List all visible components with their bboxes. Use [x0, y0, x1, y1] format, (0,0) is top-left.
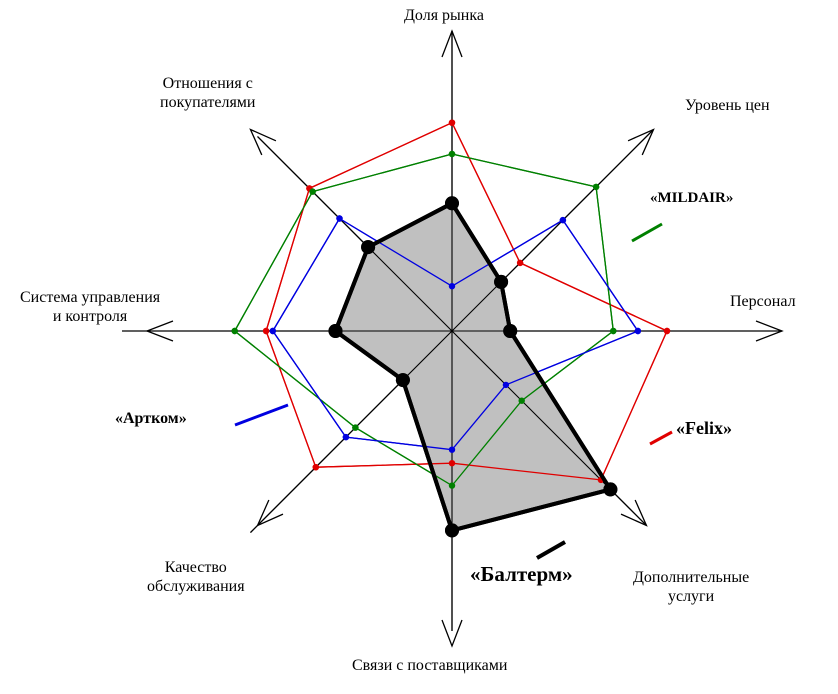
axis-label-service-quality: Качество обслуживания [147, 558, 245, 596]
axis-label-additional-services: Дополнительные услуги [633, 568, 749, 606]
series-marker-2-5 [342, 433, 350, 441]
series-marker-1-6 [231, 327, 238, 335]
series-marker-1-7 [309, 188, 316, 195]
axis-arrowhead [249, 128, 277, 156]
series-marker-0-1 [516, 259, 524, 267]
axis-label-management-system-line1: Система управления [20, 289, 161, 306]
series-polygon-3 [333, 201, 613, 533]
series-marker-1-5 [352, 424, 359, 431]
series-marker-2-3 [502, 381, 510, 389]
axis-label-customer-relations-line1: Отношения с [162, 75, 253, 92]
axis-label-additional-services-line2: услуги [667, 588, 715, 605]
series-marker-1-2 [610, 327, 617, 335]
series-marker-0-4 [448, 460, 456, 467]
series-label-felix: «Felix» [676, 418, 732, 438]
axis-label-additional-services-line1: Дополнительные [633, 569, 750, 586]
series-marker-2-6 [269, 327, 276, 335]
label-pointer-1 [649, 430, 673, 446]
axis-label-price-level: Уровень цен [685, 97, 770, 114]
label-pointer-3 [536, 540, 566, 560]
axis-label-personnel: Персонал [730, 293, 796, 310]
series-marker-3-7 [361, 240, 376, 255]
axis-label-market-share: Доля рынка [404, 7, 484, 24]
axis-label-customer-relations-line2: покупателями [160, 94, 256, 111]
axis-arrowhead [441, 619, 463, 648]
series-marker-3-1 [494, 274, 509, 289]
series-marker-2-1 [559, 216, 567, 224]
series-marker-3-0 [445, 196, 459, 211]
series-label-pointers [234, 222, 673, 560]
label-pointer-0 [631, 222, 663, 243]
series-marker-3-5 [395, 373, 410, 388]
axis-label-customer-relations: Отношения с покупателями [160, 74, 255, 112]
axis-line-overlay [257, 136, 647, 526]
radar-series [122, 31, 782, 631]
series-marker-1-0 [448, 150, 456, 158]
series-marker-1-3 [518, 397, 525, 404]
axis-label-management-system: Система управления и контроля [20, 288, 160, 326]
series-marker-2-2 [634, 327, 642, 335]
label-pointer-2 [234, 403, 289, 427]
series-marker-0-2 [663, 327, 671, 335]
series-label-mildair: «MILDAIR» [650, 190, 734, 206]
series-marker-3-4 [445, 523, 459, 538]
axis-label-supplier-relations: Связи с поставщиками [352, 657, 508, 674]
series-label-balterm: «Балтерм» [470, 562, 573, 586]
series-marker-0-0 [448, 119, 456, 126]
series-marker-0-5 [312, 464, 319, 471]
axis-label-management-system-line2: и контроля [52, 308, 128, 325]
series-marker-3-3 [603, 482, 618, 497]
series-marker-1-1 [592, 183, 600, 191]
series-marker-2-7 [336, 215, 343, 222]
axis-label-service-quality-line1: Качество [164, 559, 227, 576]
series-marker-0-6 [262, 327, 270, 335]
series-marker-2-4 [448, 446, 456, 453]
axis-label-service-quality-line2: обслуживания [147, 578, 245, 595]
series-marker-3-6 [328, 324, 343, 338]
series-marker-3-2 [503, 324, 518, 338]
series-marker-2-0 [448, 283, 456, 290]
series-label-artkom: «Артком» [115, 410, 187, 427]
series-marker-1-4 [448, 482, 456, 489]
